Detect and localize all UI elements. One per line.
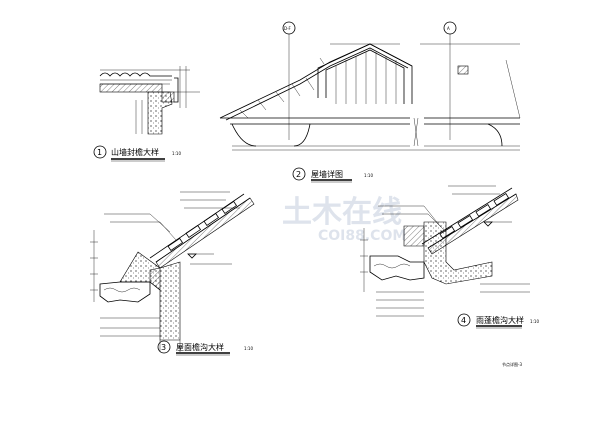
- detail-1-number-circle: [93, 145, 107, 159]
- detail-4-number: 4: [461, 316, 466, 325]
- detail-4-drawing: [360, 185, 530, 317]
- detail-2-title-text: 屋墙详图: [311, 169, 343, 179]
- axis-marker-df-text: D-F: [284, 26, 292, 31]
- detail-1-title-text: 山墙封檐大样: [111, 147, 159, 157]
- detail-2-title: 2 屋墙详图 1:10: [292, 167, 373, 183]
- detail-1-drawing: [99, 66, 200, 135]
- watermark-main: 土木在线: [282, 195, 402, 230]
- detail-4-title-text: 雨蓬檐沟大样: [476, 315, 524, 325]
- sheet-title: 节点详图-3: [502, 361, 522, 367]
- watermark: 土木在线 COI88.COM: [282, 195, 406, 244]
- axis-marker-a-text: A: [447, 26, 450, 31]
- detail-4-number-circle: [457, 313, 471, 327]
- detail-4-title: 4 雨蓬檐沟大样 1:10: [457, 313, 539, 329]
- detail-2-drawing: D-F A: [219, 21, 521, 151]
- detail-2-number-circle: [292, 167, 306, 181]
- detail-3-title: 3 屋面檐沟大样 1:10: [157, 340, 253, 356]
- detail-1-scale: 1:10: [172, 151, 181, 156]
- watermark-sub: COI88.COM: [318, 228, 406, 244]
- detail-2-number: 2: [296, 170, 301, 179]
- detail-4-scale: 1:10: [530, 319, 539, 324]
- detail-1-number: 1: [97, 148, 102, 157]
- detail-3-number: 3: [161, 343, 166, 352]
- axis-marker-a-circle: [443, 21, 457, 35]
- detail-3-drawing: [90, 191, 255, 352]
- detail-3-title-text: 屋面檐沟大样: [176, 342, 224, 352]
- detail-1-title: 1 山墙封檐大样 1:10: [93, 145, 181, 162]
- detail-3-number-circle: [157, 340, 171, 354]
- detail-2-scale: 1:10: [364, 173, 373, 178]
- detail-3-scale: 1:10: [244, 346, 253, 351]
